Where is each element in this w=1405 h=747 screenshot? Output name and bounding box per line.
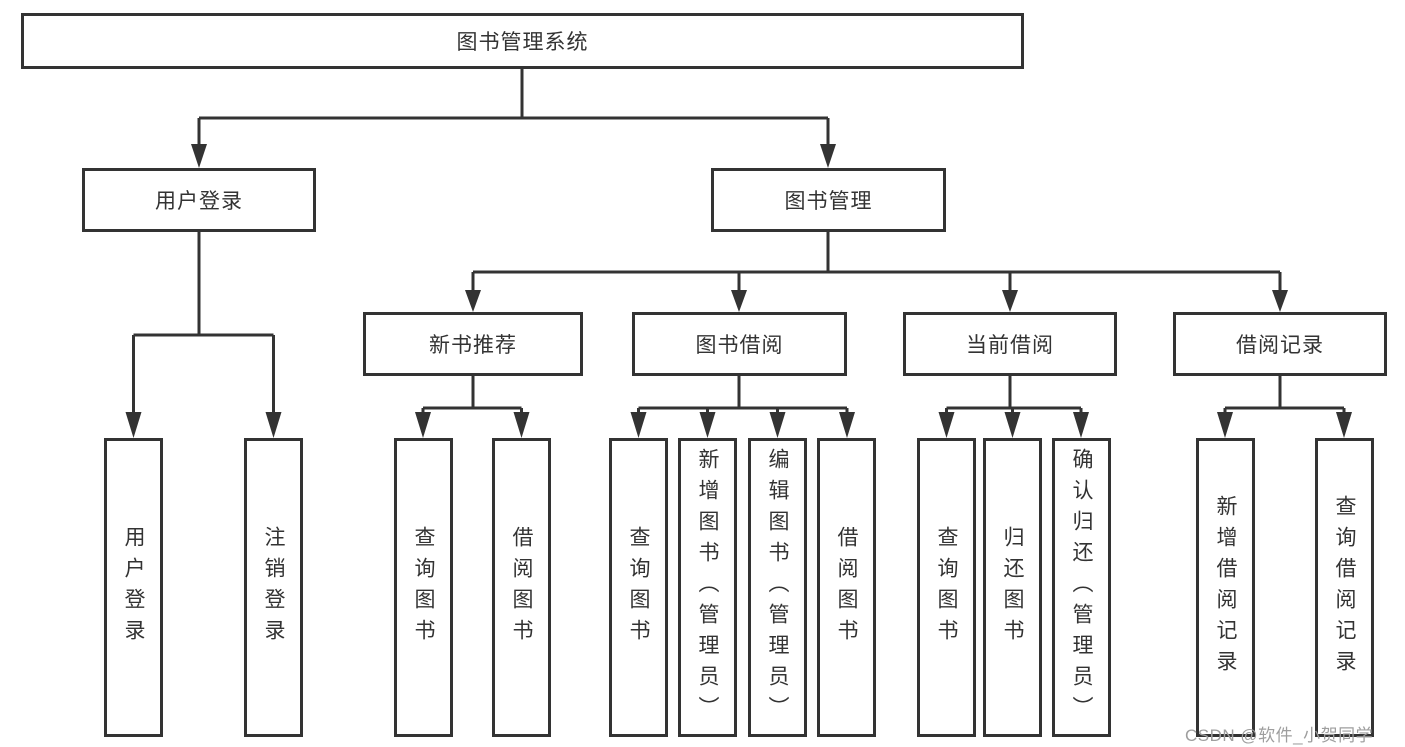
arrowheads-new-book-recommend-branch [415, 412, 530, 438]
leaf-confirm-return-admin: 确认归还（管理员） [1052, 438, 1111, 737]
connector-user-login-branch [132, 232, 275, 412]
node-user-login: 用户登录 [82, 168, 316, 232]
arrowheads-borrow-records-branch [1217, 412, 1352, 438]
watermark: CSDN @软件_小贺同学 [1185, 726, 1374, 745]
leaf-edit-book-admin: 编辑图书（管理员） [748, 438, 807, 737]
leaf-borrow-books-recommend: 借阅图书 [492, 438, 551, 737]
arrowheads-current-borrow-branch [938, 412, 1089, 438]
node-current-borrow: 当前借阅 [903, 312, 1117, 376]
leaf-user-login: 用户登录 [104, 438, 163, 737]
leaf-borrow-books: 借阅图书 [817, 438, 876, 737]
leaf-query-borrow-record: 查询借阅记录 [1315, 438, 1374, 737]
connector-new-book-recommend-branch [421, 376, 523, 414]
leaf-query-books-current: 查询图书 [917, 438, 976, 737]
node-root: 图书管理系统 [21, 13, 1024, 69]
arrowheads-book-borrow-branch [630, 412, 855, 438]
leaf-query-books-recommend: 查询图书 [394, 438, 453, 737]
connector-book-management-branch [471, 232, 1282, 292]
arrowheads-book-management-branch [465, 290, 1288, 312]
node-borrow-records: 借阅记录 [1173, 312, 1387, 376]
connector-borrow-records-branch [1223, 376, 1346, 414]
connector-book-borrow-branch [637, 376, 849, 414]
leaf-logout: 注销登录 [244, 438, 303, 737]
arrowheads-root-to-level2 [191, 144, 836, 168]
node-new-book-recommend: 新书推荐 [363, 312, 583, 376]
arrowheads-user-login-branch [125, 412, 282, 438]
connector-current-borrow-branch [945, 376, 1083, 414]
node-book-management: 图书管理 [711, 168, 946, 232]
leaf-query-books-borrow: 查询图书 [609, 438, 668, 737]
connector-root-to-level2 [197, 69, 830, 146]
leaf-add-borrow-record: 新增借阅记录 [1196, 438, 1255, 737]
leaf-add-book-admin: 新增图书（管理员） [678, 438, 737, 737]
leaf-return-book: 归还图书 [983, 438, 1042, 737]
node-book-borrow: 图书借阅 [632, 312, 847, 376]
